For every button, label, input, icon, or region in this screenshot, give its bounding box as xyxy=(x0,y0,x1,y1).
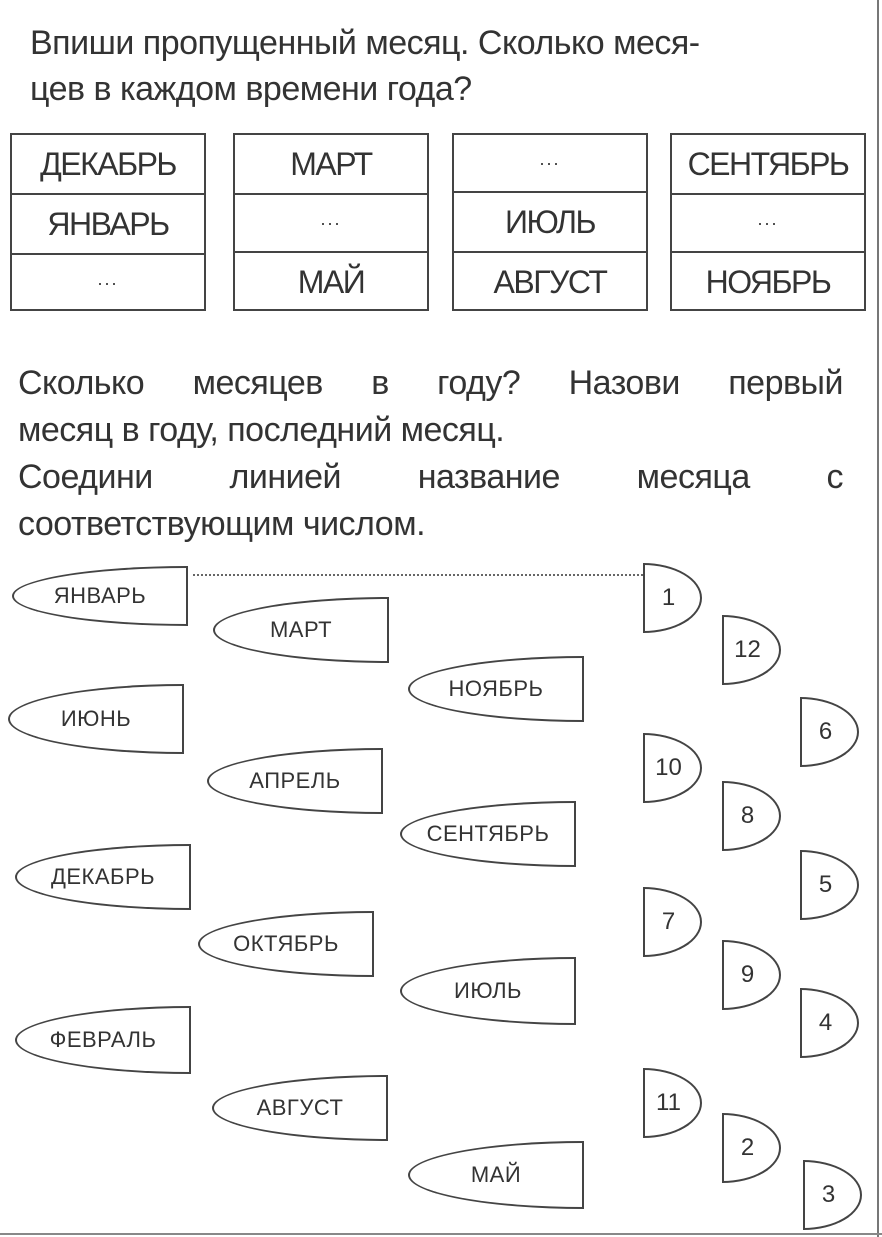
blank-cell[interactable]: ... xyxy=(454,135,646,193)
month-tag[interactable]: МАРТ xyxy=(213,597,389,663)
number-tag[interactable]: 6 xyxy=(800,697,859,767)
instruction-line: Сколько месяцев в году? Назови первый xyxy=(18,364,844,402)
month-tag[interactable]: ИЮЛЬ xyxy=(400,957,576,1025)
month-cell: МАРТ xyxy=(235,135,427,195)
blank-cell[interactable]: ... xyxy=(97,269,119,289)
page-edge xyxy=(877,0,879,1237)
task1-instructions: Впиши пропущенный месяц. Сколько меся- ц… xyxy=(30,20,845,112)
number-tag[interactable]: 1 xyxy=(643,563,702,633)
instruction-line: цев в каждом времени года? xyxy=(30,70,472,108)
month-tag[interactable]: ФЕВРАЛЬ xyxy=(15,1006,191,1074)
month-tag[interactable]: ОКТЯБРЬ xyxy=(198,911,374,977)
number-tag[interactable]: 9 xyxy=(722,940,781,1010)
task2-instructions: Сколько месяцев в году? Назови первый ме… xyxy=(18,360,844,548)
month-cell: ЯНВАРЬ xyxy=(12,195,204,255)
month-tag[interactable]: АПРЕЛЬ xyxy=(207,748,383,814)
season-autumn: СЕНТЯБРЬ ... НОЯБРЬ xyxy=(670,133,866,311)
page-edge xyxy=(0,1233,882,1235)
month-cell: АВГУСТ xyxy=(493,263,608,300)
instruction-line: Соедини линией название месяца с xyxy=(18,458,844,496)
number-tag[interactable]: 11 xyxy=(643,1068,702,1138)
blank-cell[interactable]: ... xyxy=(235,195,427,253)
number-tag[interactable]: 7 xyxy=(643,887,702,957)
instruction-line: месяц в году, последний месяц. xyxy=(18,411,505,449)
number-tag[interactable]: 3 xyxy=(803,1160,862,1230)
month-cell: СЕНТЯБРЬ xyxy=(672,135,864,195)
example-connector-line xyxy=(193,574,643,576)
month-tag[interactable]: ЯНВАРЬ xyxy=(12,566,188,626)
number-tag[interactable]: 2 xyxy=(722,1113,781,1183)
season-spring: МАРТ ... МАЙ xyxy=(233,133,429,311)
number-tag[interactable]: 10 xyxy=(643,733,702,803)
month-cell: НОЯБРЬ xyxy=(705,263,832,300)
number-tag[interactable]: 4 xyxy=(800,988,859,1058)
number-tag[interactable]: 5 xyxy=(800,850,859,920)
instruction-line: Впиши пропущенный месяц. Сколько меся- xyxy=(30,24,700,62)
season-summer: ... ИЮЛЬ АВГУСТ xyxy=(452,133,648,311)
month-tag[interactable]: СЕНТЯБРЬ xyxy=(400,801,576,867)
month-tag[interactable]: АВГУСТ xyxy=(212,1075,388,1141)
instruction-line: соответствующим числом. xyxy=(18,505,426,543)
month-tag[interactable]: ИЮНЬ xyxy=(8,684,184,754)
month-tag[interactable]: МАЙ xyxy=(408,1141,584,1209)
month-cell: ДЕКАБРЬ xyxy=(12,135,204,195)
month-tag[interactable]: ДЕКАБРЬ xyxy=(15,844,191,910)
blank-cell[interactable]: ... xyxy=(672,195,864,253)
month-tag[interactable]: НОЯБРЬ xyxy=(408,656,584,722)
number-tag[interactable]: 12 xyxy=(722,615,781,685)
month-cell: МАЙ xyxy=(297,263,366,300)
number-tag[interactable]: 8 xyxy=(722,781,781,851)
season-winter: ДЕКАБРЬ ЯНВАРЬ ... xyxy=(10,133,206,311)
month-cell: ИЮЛЬ xyxy=(454,193,646,253)
